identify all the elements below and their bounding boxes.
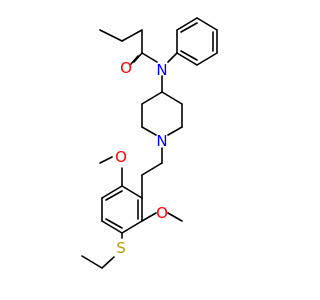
bond [180,22,198,33]
bond [130,55,139,65]
bond [180,50,198,61]
bond [105,190,123,201]
methoxy-oxygen-left-label: O [115,148,127,166]
molecule-structure: O N N O O S [81,17,218,269]
bond [99,156,113,164]
structure-canvas: O N N O O S [81,17,218,269]
bond [101,185,123,199]
atom-labels: O N N O O S [115,59,168,257]
bond [196,52,218,66]
bond [121,220,143,234]
bond [99,29,123,42]
piperidine-nitrogen-label: N [156,132,167,150]
bond [167,52,178,63]
bond [141,91,163,105]
bond [167,212,183,222]
bond [167,126,183,136]
methoxy-oxygen-right-label: O [156,204,168,222]
carbonyl-oxygen-label: O [120,59,132,77]
bond [133,52,143,63]
bond [176,17,198,31]
amide-nitrogen-label: N [156,61,167,79]
bond [161,91,183,105]
bond [176,52,198,66]
bond [105,218,123,229]
bond [141,126,157,136]
bond [101,256,115,269]
bond [121,29,143,42]
bond [101,220,123,234]
bond [81,255,103,269]
bonds [81,17,218,269]
bond [196,17,218,31]
thioether-sulfur-label: S [116,239,126,257]
bond [141,52,158,63]
bond [121,185,143,199]
bond [141,162,163,176]
bond [141,212,157,222]
